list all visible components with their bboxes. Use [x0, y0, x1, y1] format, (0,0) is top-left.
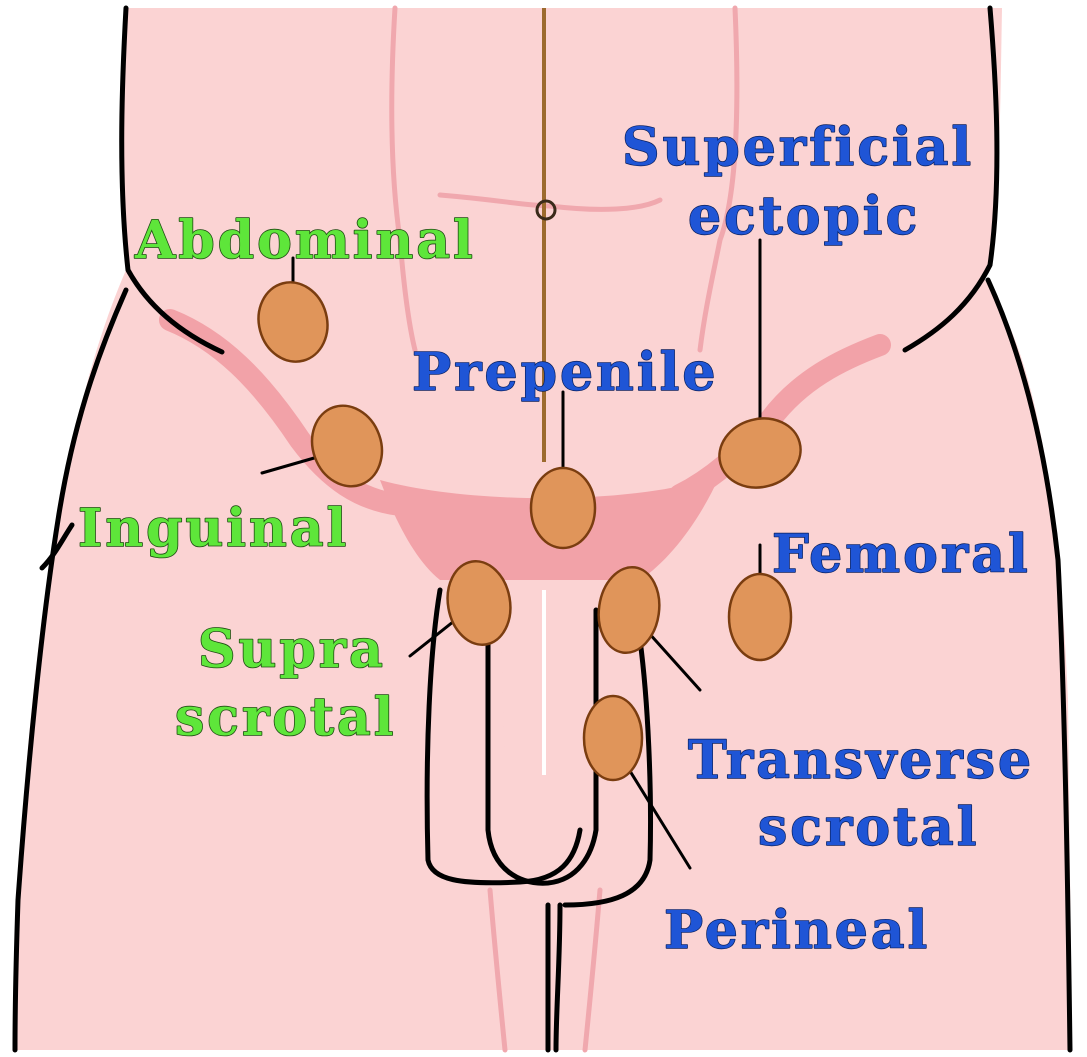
label-suprascrotal-line2: scrotal — [175, 687, 396, 748]
site-prepenile — [531, 468, 595, 548]
label-suprascrotal-line1: Supra — [198, 619, 386, 680]
label-prepenile: Prepenile — [412, 342, 718, 403]
label-inguinal: Inguinal — [78, 498, 349, 559]
label-superficial-ectopic-line2: ectopic — [688, 186, 920, 247]
label-perineal: Perineal — [664, 900, 930, 961]
label-transverse-scrotal-line1: Transverse — [688, 730, 1034, 791]
site-perineal — [584, 696, 642, 780]
label-superficial-ectopic-line1: Superficial — [622, 117, 974, 178]
label-femoral: Femoral — [772, 524, 1031, 585]
label-transverse-scrotal-line2: scrotal — [758, 797, 979, 858]
site-femoral — [729, 574, 791, 660]
label-abdominal: Abdominal — [134, 210, 476, 271]
